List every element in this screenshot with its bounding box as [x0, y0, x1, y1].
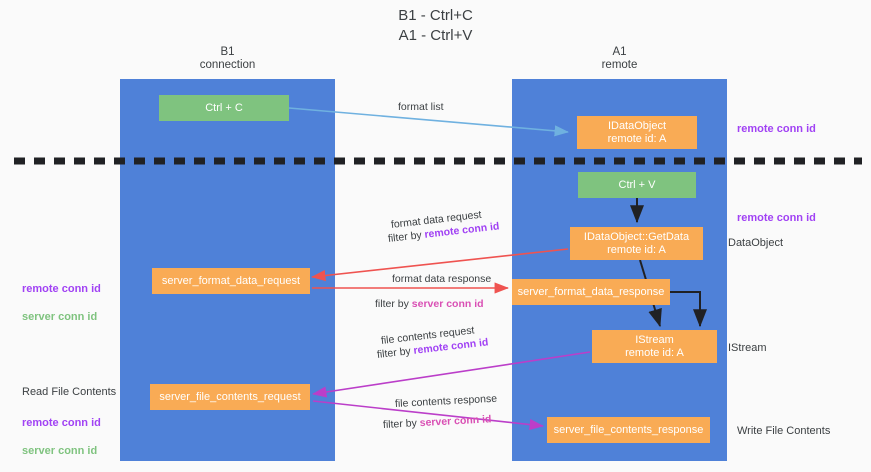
annotation-istream: IStream	[728, 342, 767, 354]
annotation-left-server-conn-id-2: server conn id	[22, 445, 98, 457]
filter-key-server-conn-id: server conn id	[419, 413, 492, 430]
annotation-read-file-contents: Read File Contents	[22, 386, 117, 398]
annotation-left-remote-conn-id: remote conn id	[22, 283, 101, 295]
lane-header-a1: A1 remote	[601, 46, 638, 71]
filter-prefix: filter by	[387, 228, 426, 245]
node-istream[interactable]: IStream remote id: A	[592, 330, 717, 363]
annotation-left-conn-ids-2: remote conn id server conn id	[22, 402, 101, 472]
annotation-dataobject: DataObject	[728, 237, 784, 249]
node-server-format-data-request[interactable]: server_format_data_request	[152, 268, 310, 294]
filter-prefix: filter by	[376, 344, 415, 361]
node-idataobject-getdata[interactable]: IDataObject::GetData remote id: A	[570, 227, 703, 260]
filter-key-server-conn-id: server conn id	[411, 298, 484, 310]
edge-label-format-data-response-filter: filter by server conn id	[375, 297, 484, 311]
node-server-format-data-response[interactable]: server_format_data_response	[512, 279, 670, 305]
annotation-left-conn-ids: remote conn id server conn id	[22, 268, 101, 338]
filter-prefix: filter by	[382, 417, 421, 431]
annotation-remote-conn-id-mid: remote conn id	[737, 212, 816, 224]
edge-label-format-list: format list	[398, 101, 444, 113]
annotation-left-remote-conn-id-2: remote conn id	[22, 417, 101, 429]
node-ctrl-v[interactable]: Ctrl + V	[578, 172, 696, 198]
node-idataobject[interactable]: IDataObject remote id: A	[577, 116, 697, 149]
node-server-file-contents-response[interactable]: server_file_contents_response	[547, 417, 710, 443]
diagram-title: B1 - Ctrl+C A1 - Ctrl+V	[398, 7, 473, 44]
edge-label-format-data-response: format data response	[392, 273, 492, 285]
node-server-file-contents-request[interactable]: server_file_contents_request	[150, 384, 310, 410]
annotation-remote-conn-id-top: remote conn id	[737, 123, 816, 135]
lane-header-b1: B1 connection	[199, 46, 256, 71]
edge-label-file-contents-response: file contents response	[394, 392, 498, 410]
filter-prefix: filter by	[375, 298, 412, 310]
annotation-write-file-contents: Write File Contents	[737, 425, 831, 437]
node-ctrl-c[interactable]: Ctrl + C	[159, 95, 289, 121]
annotation-left-server-conn-id: server conn id	[22, 311, 98, 323]
edge-label-file-contents-response-filter: filter by server conn id	[383, 412, 492, 432]
